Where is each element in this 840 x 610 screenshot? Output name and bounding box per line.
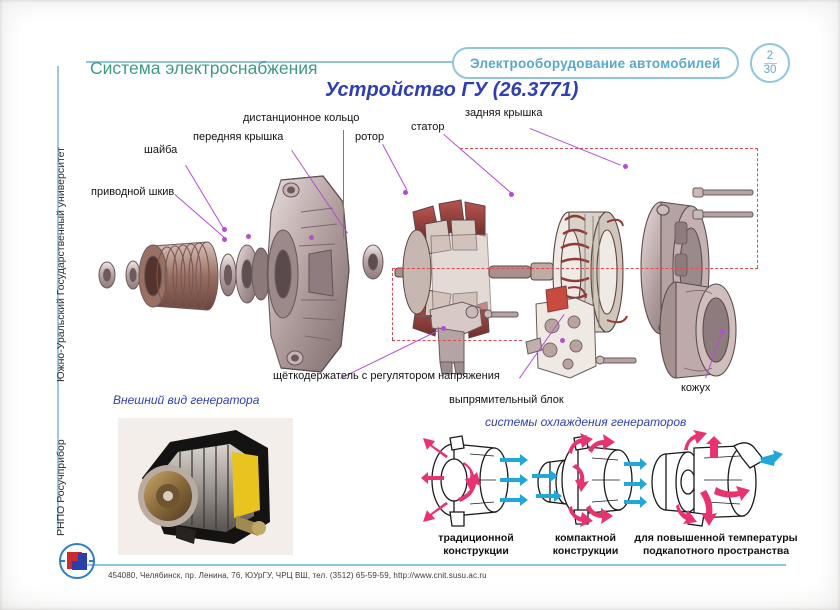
group-frame-top <box>460 148 758 149</box>
page-total: 30 <box>763 63 777 76</box>
header-rule <box>86 61 456 63</box>
cooling-caption-high-temp: для повышенной температуры подкапотного … <box>630 532 802 557</box>
course-title-badge: Электрооборудование автомобилей <box>452 47 739 79</box>
leader-dot-rotor <box>403 190 408 195</box>
leader-dot-rectifier <box>560 338 565 343</box>
cooling-caption-traditional-line1: традиционной <box>438 532 514 544</box>
sidebar-university: Южно-Уральский Государственный университ… <box>55 147 67 382</box>
footer-contact: 454080, Челябинск, пр. Ленина, 76, ЮУрГУ… <box>108 571 487 580</box>
caption-external-view: Внешний вид генератора <box>113 393 260 407</box>
leader-dot-pulley <box>222 237 227 242</box>
label-brush-holder: щёткодержатель с регулятором напряжения <box>273 370 500 382</box>
alternator-photograph <box>118 418 293 555</box>
label-casing: кожух <box>681 382 711 394</box>
group-frame-bottom <box>392 340 522 341</box>
cooling-caption-compact: компактной конструкции <box>533 532 638 557</box>
group-frame-mid <box>392 268 758 269</box>
label-front-cover: передняя крышка <box>193 131 284 143</box>
leader-dot-stator <box>509 192 514 197</box>
cooling-caption-traditional-line2: конструкции <box>443 544 509 557</box>
group-frame-left <box>392 268 393 340</box>
leader-dot-front-cover <box>246 234 251 239</box>
label-rear-cover: задняя крышка <box>465 107 543 119</box>
page-indicator: 2 30 <box>750 43 790 83</box>
label-washer: шайба <box>144 144 178 156</box>
page-divider <box>763 62 777 64</box>
label-stator: статор <box>411 121 445 133</box>
label-rectifier: выпрямительный блок <box>449 394 564 406</box>
label-spacer-ring: дистанционное кольцо <box>243 112 360 124</box>
footer-rule <box>86 564 786 566</box>
leader-dot-rear-cover <box>623 164 628 169</box>
label-rotor: ротор <box>355 131 385 143</box>
cooling-caption-compact-line2: конструкции <box>552 544 619 557</box>
cooling-caption-high-temp-line1: для повышенной температуры <box>634 532 798 544</box>
cooling-caption-high-temp-line2: подкапотного пространства <box>642 544 790 557</box>
group-frame-right <box>757 148 758 268</box>
cooling-caption-traditional: традиционной конструкции <box>421 532 531 557</box>
cooling-diagram-compact <box>532 432 647 528</box>
leader-dot-spacer-ring <box>309 235 314 240</box>
lower-components-drawing <box>418 281 778 392</box>
leader-dot-brush-holder <box>441 326 446 331</box>
page-current: 2 <box>766 49 774 62</box>
cooling-caption-compact-line1: компактной <box>555 532 616 544</box>
leader-dot-casing <box>720 329 725 334</box>
leader-spacer-ring <box>342 130 344 238</box>
exploded-assembly-drawing <box>95 150 755 390</box>
organization-logo <box>55 539 99 583</box>
sidebar-organization: РНПО Росучприбор <box>55 439 67 536</box>
label-pulley: приводной шкив <box>91 186 175 198</box>
caption-cooling-systems: системы охлаждения генераторов <box>485 415 687 429</box>
section-title: Система электроснабжения <box>90 58 318 78</box>
leader-dot-washer <box>222 227 227 232</box>
cooling-diagram-high-temp <box>648 430 783 528</box>
sidebar-rule <box>57 66 59 531</box>
cooling-diagram-traditional <box>420 432 530 528</box>
slide-title: Устройство ГУ (26.3771) <box>325 79 579 101</box>
